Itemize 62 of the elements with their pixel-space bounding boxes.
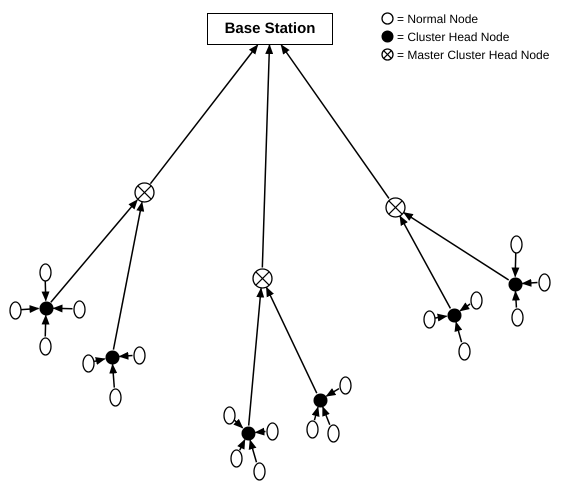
normal-node-circle <box>266 422 278 440</box>
cluster-head-dot <box>446 308 462 322</box>
arrow <box>248 287 264 426</box>
legend-label: = Normal Node <box>397 12 478 24</box>
arrow <box>280 44 390 199</box>
normal-node-circle <box>132 346 146 364</box>
arrow <box>403 212 510 281</box>
normal-node-circle <box>82 354 94 372</box>
legend-label: = Master Cluster Head Node <box>397 48 550 60</box>
legend-label: = Cluster Head Node <box>397 30 510 42</box>
normal-node-circle <box>510 234 522 254</box>
normal-node-circle <box>252 462 266 480</box>
arrow <box>150 44 258 184</box>
normal-node-circle <box>38 262 52 282</box>
arrow <box>237 438 246 451</box>
arrow <box>399 215 452 309</box>
normal-node-circle <box>230 448 242 468</box>
cluster-head-dot <box>38 300 54 316</box>
normal-node-circle <box>510 308 524 326</box>
normal-node-circle <box>8 300 22 320</box>
normal-node-circle <box>458 342 470 360</box>
arrow <box>435 314 448 322</box>
normal-node-circle <box>470 290 482 310</box>
normal-node-circle <box>306 420 318 438</box>
arrow <box>112 201 144 350</box>
normal-node-circle <box>338 376 352 394</box>
arrow <box>52 304 73 312</box>
arrow <box>248 439 258 462</box>
master-node-crossed-circle <box>134 182 154 202</box>
arrow <box>326 388 340 397</box>
arrow <box>322 406 330 426</box>
normal-node-circle <box>72 300 86 318</box>
arrow <box>511 253 520 278</box>
cluster-head-dot <box>240 426 256 440</box>
arrow <box>454 321 462 342</box>
arrow <box>109 363 118 388</box>
arrow <box>21 305 40 314</box>
arrow <box>42 281 50 302</box>
normal-node-circle <box>38 336 52 356</box>
arrow <box>512 290 520 308</box>
arrow <box>94 357 106 365</box>
arrow <box>118 352 133 360</box>
arrow <box>459 302 471 312</box>
normal-node-circle <box>422 310 436 328</box>
cluster-head-dot <box>312 392 328 408</box>
arrow <box>254 428 266 436</box>
arrow <box>233 418 244 429</box>
normal-node-circle <box>326 424 340 442</box>
arrow <box>42 314 50 337</box>
normal-node-circle <box>538 272 550 292</box>
master-node-crossed-circle <box>384 196 406 218</box>
cluster-head-dot <box>104 350 120 364</box>
arrow <box>266 286 318 394</box>
arrow <box>521 278 538 287</box>
arrow <box>262 44 274 268</box>
arrow <box>312 406 320 420</box>
cluster-head-dot <box>508 276 522 292</box>
arrow <box>50 199 138 303</box>
base-station-box: Base Station <box>207 13 333 45</box>
master-node-crossed-circle <box>252 268 272 288</box>
normal-node-circle <box>108 388 122 406</box>
normal-node-circle <box>222 406 236 424</box>
